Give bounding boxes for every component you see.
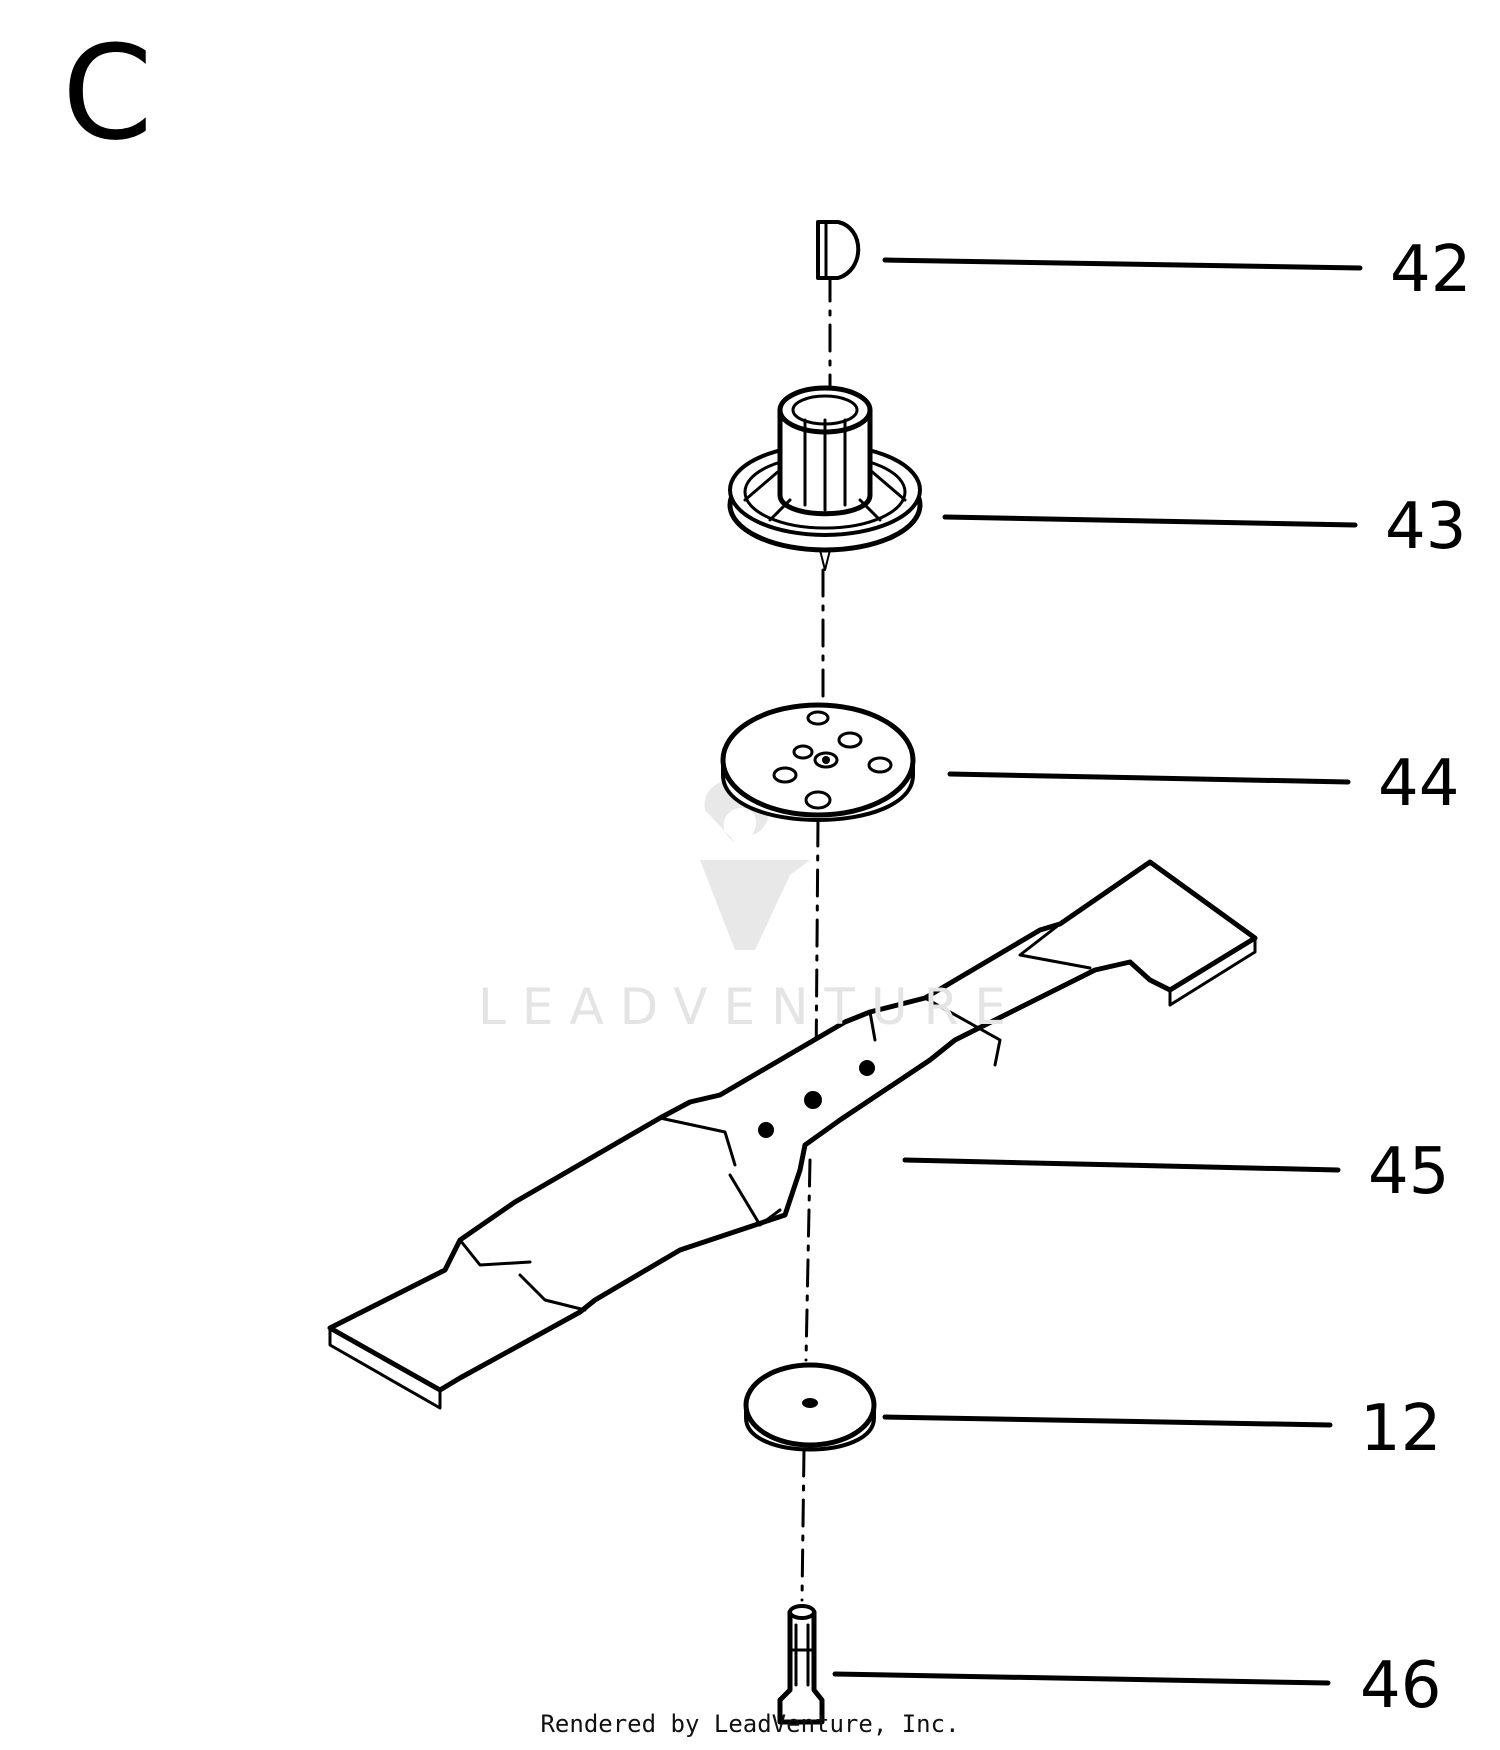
leader-line-42 xyxy=(882,257,1363,271)
leader-line-46 xyxy=(832,1671,1331,1686)
leader-lines xyxy=(832,257,1363,1686)
part-42-key xyxy=(816,220,861,280)
callout-43: 43 xyxy=(1385,490,1467,564)
assembly-axis-line xyxy=(800,273,832,1602)
part-45-blade xyxy=(327,859,1258,1410)
callout-46: 46 xyxy=(1360,1649,1442,1723)
callout-12: 12 xyxy=(1360,1392,1442,1466)
callout-42: 42 xyxy=(1390,233,1472,307)
watermark-text: LEADVENTURE xyxy=(478,978,1022,1036)
callout-44: 44 xyxy=(1378,747,1460,821)
leader-line-44 xyxy=(947,771,1351,785)
part-12-washer xyxy=(743,1362,877,1452)
section-letter: C xyxy=(62,17,153,169)
leader-line-43 xyxy=(942,514,1358,528)
leadventure-logo-icon xyxy=(700,779,810,950)
callout-45: 45 xyxy=(1368,1135,1450,1209)
leader-line-45 xyxy=(902,1157,1341,1173)
part-44-plate xyxy=(720,702,916,822)
leader-line-12 xyxy=(882,1414,1333,1428)
part-43-hub xyxy=(727,385,923,571)
footer-credit: Rendered by LeadVenture, Inc. xyxy=(540,1710,960,1738)
part-46-bolt xyxy=(777,1604,825,1725)
